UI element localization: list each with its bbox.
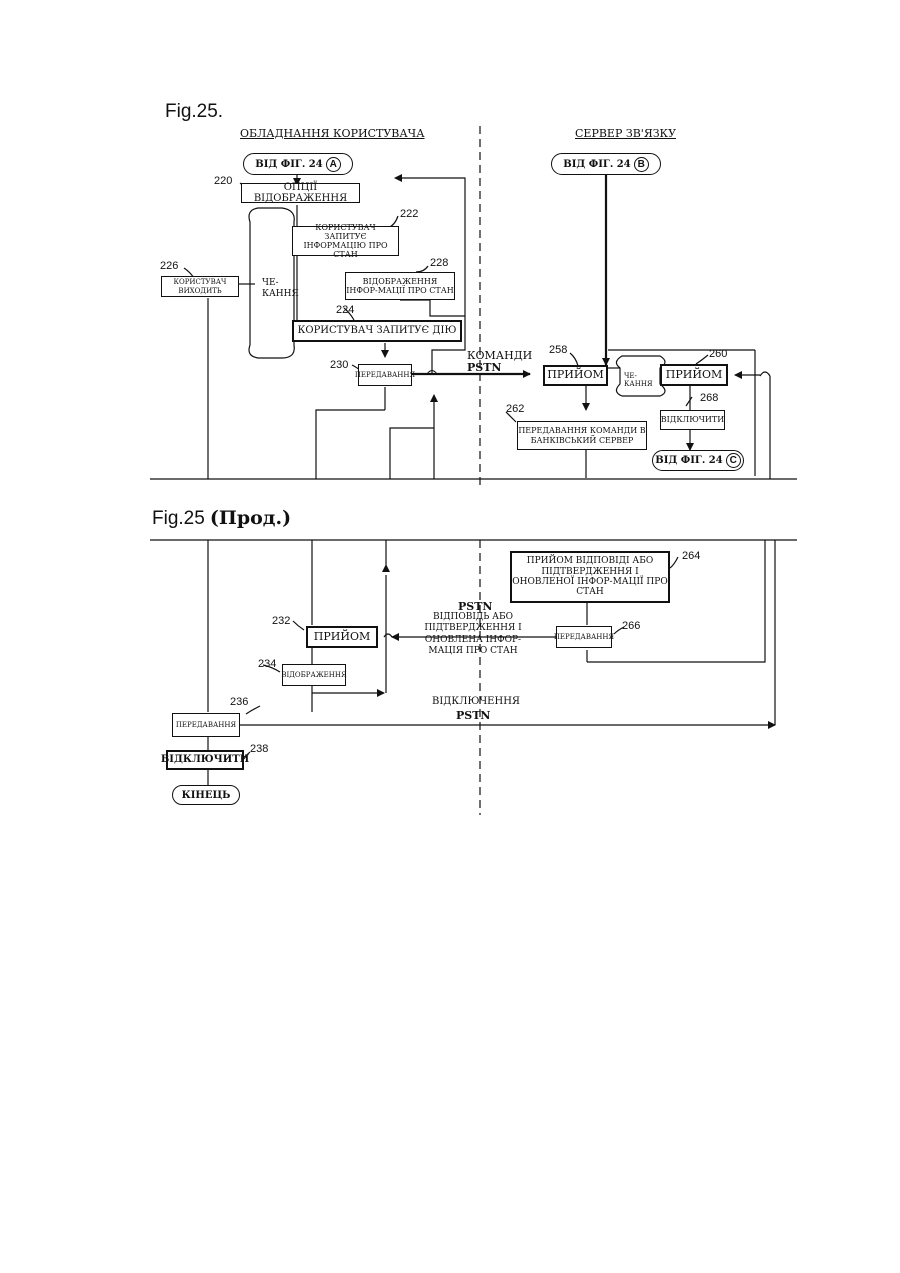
label-disconnection: ВІДКЛЮЧЕННЯ: [432, 697, 520, 707]
connector-letter: A: [326, 157, 341, 172]
figure-title-number: Fig.25: [152, 508, 205, 529]
figure-title-cont: Fig.25 (Прод.): [152, 509, 291, 528]
ref-236: 236: [230, 697, 248, 708]
box-display-234: ВІДОБРАЖЕННЯ: [282, 664, 346, 686]
box-receive-232: ПРИЙОМ: [306, 626, 378, 648]
box-send-to-bank-server: ПЕРЕДАВАННЯ КОМАНДИ В БАНКІВСЬКИЙ СЕРВЕР: [517, 421, 647, 450]
label-pstn-response: PSTN: [458, 601, 492, 612]
box-receive-response: ПРИЙОМ ВІДПОВІДІ АБО ПІДТВЕРДЖЕННЯ І ОНО…: [510, 551, 670, 603]
ref-258: 258: [549, 345, 567, 356]
wait-label: ЧЕ-КАННЯ: [262, 278, 292, 300]
connector-label: ВІД ФІГ. 24: [255, 159, 322, 170]
figure-title: Fig.25.: [165, 102, 223, 121]
connector-label: ВІД ФІГ. 24: [563, 159, 630, 170]
connector-from-fig24-b: ВІД ФІГ. 24 B: [551, 153, 661, 175]
ref-226: 226: [160, 261, 178, 272]
connector-letter: C: [726, 453, 741, 468]
ref-224: 224: [336, 305, 354, 316]
box-transmit-236: ПЕРЕДАВАННЯ: [172, 713, 240, 737]
ref-230: 230: [330, 360, 348, 371]
label-pstn: PSTN: [467, 362, 501, 373]
box-user-exits: КОРИСТУВАЧ ВИХОДИТЬ: [161, 276, 239, 297]
box-transmit-266: ПЕРЕДАВАННЯ: [556, 626, 612, 648]
box-receive-260: ПРИЙОМ: [660, 364, 728, 386]
box-user-requests-action: КОРИСТУВАЧ ЗАПИТУЄ ДІЮ: [292, 320, 462, 342]
box-transmit: ПЕРЕДАВАННЯ: [358, 364, 412, 386]
ref-238: 238: [250, 744, 268, 755]
connector-letter: B: [634, 157, 649, 172]
ref-268: 268: [700, 393, 718, 404]
connector-label: ВІД ФІГ. 24: [655, 455, 722, 466]
box-receive-258: ПРИЙОМ: [543, 365, 608, 386]
ref-260: 260: [709, 349, 727, 360]
box-disconnect-268: ВІДКЛЮЧИТИ: [660, 410, 725, 430]
ref-262: 262: [506, 404, 524, 415]
ref-228: 228: [430, 258, 448, 269]
ref-232: 232: [272, 616, 290, 627]
label-disconnection-pstn: PSTN: [456, 710, 490, 721]
ref-234: 234: [258, 659, 276, 670]
figure-title-suffix: (Прод.): [210, 507, 291, 529]
column-header-user-equipment: ОБЛАДНАННЯ КОРИСТУВАЧА: [240, 128, 425, 139]
ref-264: 264: [682, 551, 700, 562]
ref-220: 220: [214, 176, 232, 187]
box-display-status-info: ВІДОБРАЖЕННЯ ІНФОР-МАЦІЇ ПРО СТАН: [345, 272, 455, 300]
terminator-end: КІНЕЦЬ: [172, 785, 240, 805]
ref-222: 222: [400, 209, 418, 220]
label-commands: КОМАНДИ: [467, 350, 532, 361]
connector-to-fig24-c: ВІД ФІГ. 24 C: [652, 450, 744, 471]
column-header-comm-server: СЕРВЕР ЗВ'ЯЗКУ: [575, 128, 676, 139]
box-disconnect-238: ВІДКЛЮЧИТИ: [166, 750, 244, 770]
ref-266: 266: [622, 621, 640, 632]
connector-from-fig24-a: ВІД ФІГ. 24 A: [243, 153, 353, 175]
box-display-options: ОПЦІЇ ВІДОБРАЖЕННЯ: [241, 183, 360, 203]
label-response-message: ВІДПОВІДЬ АБО ПІДТВЕРДЖЕННЯ І ОНОВЛЕНА І…: [418, 612, 528, 657]
box-user-requests-status: КОРИСТУВАЧ ЗАПИТУЄ ІНФОРМАЦІЮ ПРО СТАН: [292, 226, 399, 256]
wait-label-server: ЧЕ-КАННЯ: [624, 372, 656, 389]
